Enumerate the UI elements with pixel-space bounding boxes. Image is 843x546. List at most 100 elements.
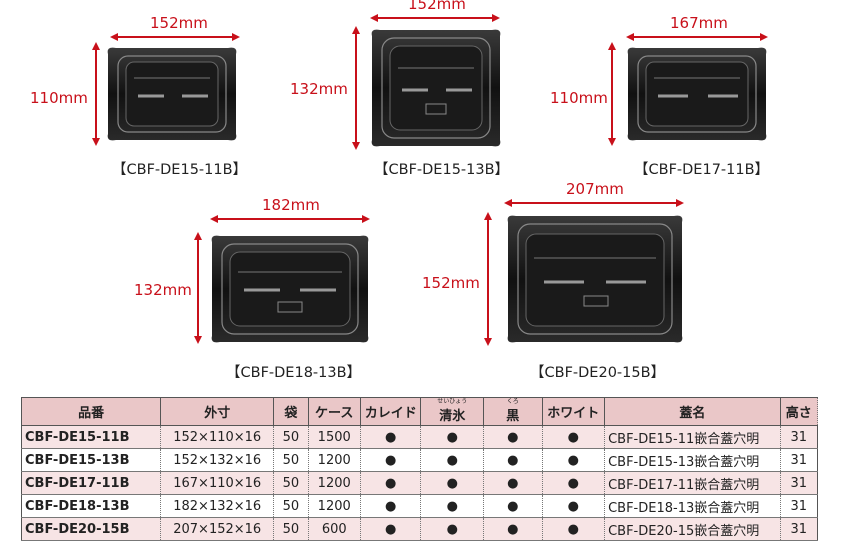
ruby-kuro: くろ (506, 397, 519, 405)
height-label: 110mm (550, 89, 608, 107)
width-label: 167mm (670, 14, 728, 32)
col-white: ホワイト (541, 397, 606, 426)
caption: 【CBF-DE15-11B】 (112, 162, 248, 178)
cell-bag: 50 (273, 494, 309, 518)
tray-image (107, 47, 237, 141)
cell-seihyo: ● (420, 425, 485, 449)
table-row: CBF-DE15-13B 152×132×16 50 1200 ● ● ● ● … (20, 448, 819, 472)
caption: 【CBF-DE17-11B】 (634, 162, 770, 178)
cell-kaleido: ● (360, 517, 422, 541)
height-arrow (608, 42, 616, 146)
cell-height: 31 (780, 448, 819, 472)
cell-seihyo: ● (420, 448, 485, 472)
tray-image (627, 47, 767, 141)
cell-height: 31 (780, 471, 819, 495)
height-arrow (92, 42, 100, 146)
cell-height: 31 (780, 494, 819, 518)
width-arrow (210, 215, 370, 223)
table-row: CBF-DE17-11B 167×110×16 50 1200 ● ● ● ● … (20, 471, 819, 495)
cell-outer-size: 207×152×16 (160, 517, 275, 541)
cell-black: ● (483, 448, 543, 472)
col-outer-size: 外寸 (160, 397, 275, 426)
width-arrow (110, 33, 240, 41)
col-bag: 袋 (273, 397, 309, 426)
cell-lid-name: CBF-DE20-15嵌合蓋穴明 (604, 517, 781, 541)
col-seihyo-label: 清氷 (439, 408, 466, 424)
cell-lid-name: CBF-DE15-11嵌合蓋穴明 (604, 425, 781, 449)
cell-outer-size: 167×110×16 (160, 471, 275, 495)
col-seihyo: せいひょう清氷 (420, 397, 485, 426)
height-label: 110mm (30, 89, 88, 107)
cell-outer-size: 182×132×16 (160, 494, 275, 518)
width-label: 182mm (262, 196, 320, 214)
col-black: くろ黒 (483, 397, 543, 426)
cell-kaleido: ● (360, 494, 422, 518)
cell-part-number: CBF-DE15-11B (20, 425, 162, 449)
cell-bag: 50 (273, 471, 309, 495)
tray-image (371, 29, 501, 147)
width-label: 152mm (408, 0, 466, 13)
cell-outer-size: 152×110×16 (160, 425, 275, 449)
cell-white: ● (542, 494, 606, 518)
cell-kaleido: ● (360, 425, 422, 449)
height-label: 152mm (422, 274, 480, 292)
tray-image (507, 215, 683, 343)
cell-kaleido: ● (360, 448, 422, 472)
col-height: 高さ (779, 397, 819, 426)
cell-black: ● (483, 494, 543, 518)
cell-white: ● (542, 448, 606, 472)
width-arrow (504, 199, 684, 207)
cell-bag: 50 (273, 425, 309, 449)
width-label: 207mm (566, 180, 624, 198)
height-arrow (194, 232, 202, 344)
cell-lid-name: CBF-DE15-13嵌合蓋穴明 (604, 448, 781, 472)
height-arrow (352, 26, 360, 150)
cell-lid-name: CBF-DE17-11嵌合蓋穴明 (604, 471, 781, 495)
caption: 【CBF-DE15-13B】 (374, 162, 510, 178)
cell-height: 31 (780, 517, 819, 541)
cell-part-number: CBF-DE15-13B (20, 448, 162, 472)
tray-image (211, 235, 369, 343)
spec-table: 品番 外寸 袋 ケース カレイド せいひょう清氷 くろ黒 ホワイト 蓋名 高さ … (20, 397, 819, 541)
cell-white: ● (542, 471, 606, 495)
cell-case: 1200 (308, 448, 361, 472)
cell-bag: 50 (273, 517, 309, 541)
cell-case: 600 (308, 517, 361, 541)
table-row: CBF-DE18-13B 182×132×16 50 1200 ● ● ● ● … (20, 494, 819, 518)
width-arrow (626, 33, 768, 41)
height-label: 132mm (134, 281, 192, 299)
cell-black: ● (483, 471, 543, 495)
caption: 【CBF-DE20-15B】 (530, 365, 666, 381)
col-lid-name: 蓋名 (604, 397, 781, 426)
cell-kaleido: ● (360, 471, 422, 495)
col-case: ケース (307, 397, 361, 426)
header-row: 品番 外寸 袋 ケース カレイド せいひょう清氷 くろ黒 ホワイト 蓋名 高さ (20, 397, 819, 426)
width-arrow (370, 14, 500, 22)
col-kaleido: カレイド (359, 397, 422, 426)
col-black-label: 黒 (506, 408, 520, 424)
cell-black: ● (483, 425, 543, 449)
cell-seihyo: ● (420, 494, 485, 518)
height-arrow (484, 212, 492, 346)
cell-lid-name: CBF-DE18-13嵌合蓋穴明 (604, 494, 781, 518)
caption: 【CBF-DE18-13B】 (226, 365, 362, 381)
cell-case: 1500 (308, 425, 361, 449)
cell-part-number: CBF-DE20-15B (20, 517, 162, 541)
cell-height: 31 (780, 425, 819, 449)
table-row: CBF-DE15-11B 152×110×16 50 1500 ● ● ● ● … (20, 425, 819, 449)
height-label: 132mm (290, 80, 348, 98)
width-label: 152mm (150, 14, 208, 32)
col-part-number: 品番 (20, 397, 162, 426)
cell-white: ● (542, 425, 606, 449)
cell-part-number: CBF-DE18-13B (20, 494, 162, 518)
ruby-seihyo: せいひょう (437, 397, 468, 405)
table-row: CBF-DE20-15B 207×152×16 50 600 ● ● ● ● C… (20, 517, 819, 541)
cell-case: 1200 (308, 471, 361, 495)
cell-case: 1200 (308, 494, 361, 518)
cell-seihyo: ● (420, 471, 485, 495)
cell-white: ● (542, 517, 606, 541)
cell-bag: 50 (273, 448, 309, 472)
cell-part-number: CBF-DE17-11B (20, 471, 162, 495)
cell-black: ● (483, 517, 543, 541)
cell-seihyo: ● (420, 517, 485, 541)
